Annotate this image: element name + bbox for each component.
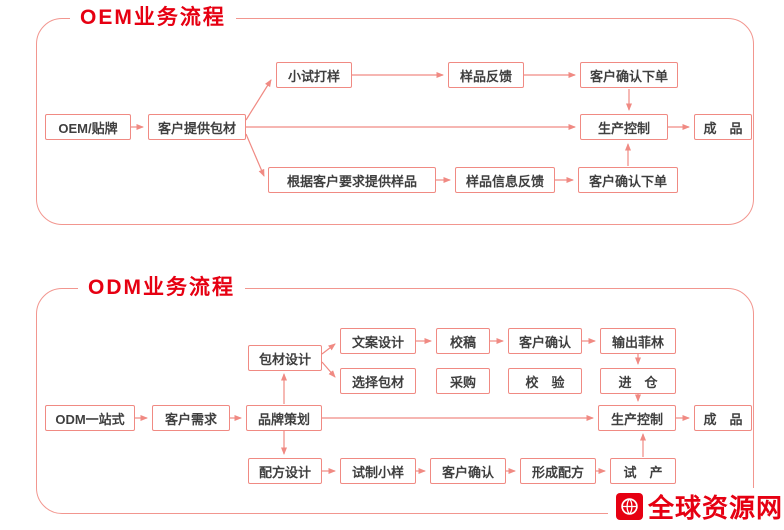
node-odm-trial-sample: 试制小样: [340, 458, 416, 484]
node-oem-finished-product: 成 品: [694, 114, 752, 140]
node-oem-provide-samples: 根据客户要求提供样品: [268, 167, 436, 193]
node-odm-brand-planning: 品牌策划: [246, 405, 322, 431]
node-odm-film-output: 输出菲林: [600, 328, 676, 354]
node-odm-verification: 校 验: [508, 368, 582, 394]
node-oem-confirm-order-1: 客户确认下单: [580, 62, 678, 88]
node-odm-formula-formed: 形成配方: [520, 458, 596, 484]
oem-section-title: OEM业务流程: [70, 6, 236, 30]
node-odm-trial-production: 试 产: [610, 458, 676, 484]
node-odm-packaging-design: 包材设计: [248, 345, 322, 371]
edge-packaging-design-to-select-packaging: [321, 361, 336, 378]
node-odm-customer-confirm-2: 客户确认: [430, 458, 506, 484]
node-oem-trial-sampling: 小试打样: [276, 62, 352, 88]
node-odm-production-control: 生产控制: [598, 405, 676, 431]
edge-packaging-to-trial-sampling: [245, 79, 272, 121]
node-odm-formula-design: 配方设计: [248, 458, 322, 484]
node-odm-customer-needs: 客户需求: [152, 405, 230, 431]
node-odm-warehousing: 进 仓: [600, 368, 676, 394]
node-odm-copy-design: 文案设计: [340, 328, 416, 354]
odm-section-title: ODM业务流程: [78, 276, 245, 300]
node-odm-start: ODM一站式: [45, 405, 135, 431]
node-oem-start: OEM/贴牌: [45, 114, 131, 140]
node-oem-confirm-order-2: 客户确认下单: [578, 167, 678, 193]
edge-packaging-to-provide-samples: [245, 133, 265, 177]
node-odm-finished-product: 成 品: [694, 405, 752, 431]
node-oem-sample-info-feedback: 样品信息反馈: [455, 167, 555, 193]
node-odm-select-packaging: 选择包材: [340, 368, 416, 394]
node-oem-customer-packaging: 客户提供包材: [148, 114, 246, 140]
globe-icon: [616, 492, 643, 520]
oem-section-frame: [36, 18, 754, 225]
edge-packaging-design-to-copy-design: [321, 343, 336, 355]
node-oem-production-control: 生产控制: [580, 114, 668, 140]
node-odm-proofreading: 校稿: [436, 328, 490, 354]
node-oem-sample-feedback: 样品反馈: [448, 62, 524, 88]
watermark-text: 全球资源网: [648, 492, 784, 523]
odm-section-frame: [36, 288, 754, 514]
watermark: 全球资源网: [608, 488, 784, 524]
node-odm-purchasing: 采购: [436, 368, 490, 394]
node-odm-customer-confirm-1: 客户确认: [508, 328, 582, 354]
